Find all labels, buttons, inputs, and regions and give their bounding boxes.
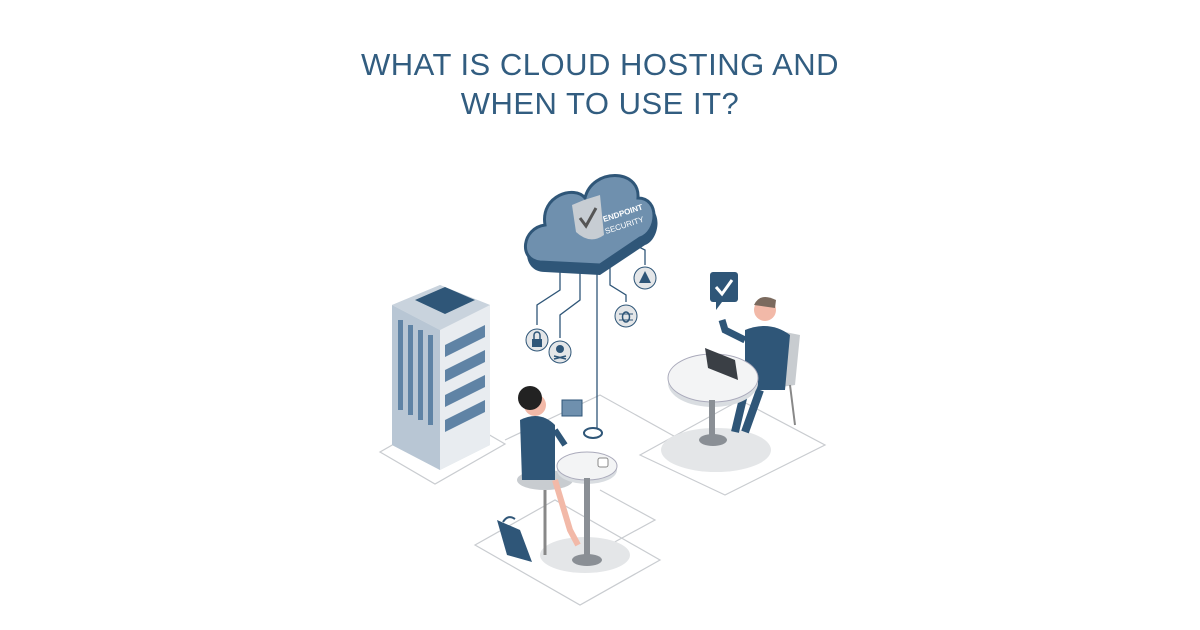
woman-at-table <box>497 386 618 566</box>
man-shadow <box>661 428 771 472</box>
connection-node <box>583 427 603 439</box>
page-title-line-2: WHEN TO USE IT? <box>460 86 740 121</box>
checkmark-icon <box>710 272 738 310</box>
briefcase-icon <box>497 516 532 562</box>
bug-icon <box>614 304 638 328</box>
server-rack-icon <box>392 285 490 470</box>
warning-icon <box>633 266 657 290</box>
chat-bubble-icon <box>561 399 583 417</box>
page-title-line-1: WHAT IS CLOUD HOSTING AND <box>360 47 840 82</box>
skull-icon <box>548 340 572 364</box>
laptop-icon <box>705 348 738 380</box>
man-at-table <box>667 296 800 446</box>
coffee-cup-icon <box>597 457 609 468</box>
lock-icon <box>525 328 549 352</box>
shield-check-icon <box>572 195 604 240</box>
cloud-icon: ENDPOINT SECURITY <box>523 174 658 275</box>
